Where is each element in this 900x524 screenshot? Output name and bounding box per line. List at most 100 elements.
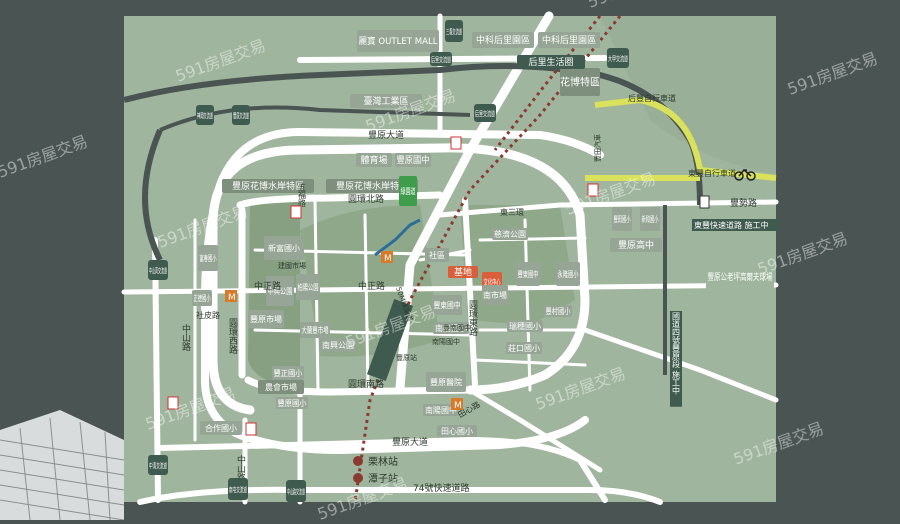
road-label-huanzhong-w: 圓環西路	[227, 318, 238, 355]
interchange-sanyi: 三義交流道	[445, 20, 463, 42]
road-label-fengyuan-bike: 后豐自行車道	[628, 93, 676, 103]
landmark-fengyuan-jh: 豐原國中	[395, 153, 431, 167]
road-sign-bg	[670, 311, 682, 407]
rail-station-label: 栗林站	[368, 455, 398, 468]
landmark-nanxing: 南興公園	[320, 338, 356, 352]
street-4	[253, 328, 472, 337]
landmark-label: 豐原醫院	[430, 377, 462, 387]
landmark-label: 豐原花博水岸特區	[232, 180, 304, 192]
landmark-label: 瑞穗國小	[509, 321, 541, 331]
landmark-dalanfeng: 大蘭豐市場	[300, 322, 330, 338]
rail-station-dot	[353, 473, 363, 483]
store-icon	[167, 396, 179, 410]
interchange-label: 大甲交流道	[608, 54, 628, 63]
landmark-nonggu: 農會市場	[258, 380, 304, 394]
landmark-houli-life: 后里生活圈	[517, 55, 585, 69]
interchange-zhongshan2: 中山路交流道	[286, 480, 306, 502]
landmark-xinhe: 新和國小	[640, 207, 660, 231]
landmark-label: 南陽國小	[435, 323, 467, 333]
landmark-fengyuan-park: 豐原公老坪高爾夫球場	[706, 262, 774, 292]
landmark-label: 大蘭豐市場	[302, 325, 329, 335]
interchange-label: 中山路交流道	[287, 487, 305, 496]
landmark-label: 合作國小	[205, 423, 237, 433]
landmark-taiwan-industry: 臺灣工業區	[350, 94, 422, 108]
interchange-label: 豐原交流道	[233, 111, 249, 120]
road-label-fengshi: 豐勢路	[730, 197, 757, 209]
rail-station-label: 潭子站	[368, 472, 398, 485]
interchange-label: 神岡交流道	[197, 111, 213, 120]
landmark-green-label: 綠園道	[399, 176, 417, 206]
green-boulevard-band	[366, 298, 414, 382]
street-8	[473, 358, 587, 367]
landmark-label: 豐田國小	[614, 214, 631, 224]
fengyuan-ave-south	[157, 437, 608, 503]
highway-marker-group: M M M	[225, 251, 463, 411]
landmark-label: 慈濟公園	[494, 229, 526, 239]
road-label-huanzhong-s: 圓環南路	[348, 378, 384, 390]
interchange-houli: 后里交流道	[430, 52, 452, 66]
road-label-zhongshan-s: 中山路	[235, 454, 246, 483]
huanzhong-ring	[435, 143, 590, 395]
landmark-waterfront-w: 豐原花博水岸特區	[222, 179, 314, 193]
landmark-label-station1: 豐原站	[396, 353, 417, 362]
east-diagonal	[582, 327, 779, 403]
landmark-fengyuan-hosp: 豐原醫院	[426, 372, 466, 392]
store-markers	[167, 136, 599, 436]
landmark-label: 后里生活圈	[528, 56, 573, 68]
highway-marker-label: M	[228, 293, 236, 303]
landmark-label: 體育場	[360, 154, 387, 166]
watermark-text: 591房屋交易	[0, 132, 90, 182]
road-sign-bg	[692, 219, 780, 231]
road-label-zhongzheng-w: 中正路	[254, 280, 281, 292]
landmark-fengyuan-elem: 豐原國小	[276, 397, 308, 409]
interchange-label: 南屯交流道	[229, 485, 247, 494]
brt-line	[374, 218, 421, 257]
landmark-label-fengnan: 豐南國中	[443, 323, 471, 332]
road-label-huanzhong-e: 圓環東路	[467, 300, 478, 337]
road-label-wufu: 五福路	[298, 183, 307, 207]
landmark-label: 花博特區	[560, 76, 600, 89]
landmark-label: 豐原市場	[250, 314, 282, 324]
road-label-group: 豐原大道豐原大道圓環南路圓環西路圓環東路圓環北路中正路中正路豐勢路中山路中山路7…	[180, 93, 780, 494]
landmark-outlet: 麗寶 OUTLET MALL	[357, 30, 439, 52]
rail-station-dot	[353, 456, 363, 466]
landmark-label: 田心國小	[441, 427, 473, 436]
landmark-label: 綠園道	[401, 186, 416, 196]
landmark-label: 正德國小	[194, 293, 211, 303]
landmark-label: 南興公園	[322, 340, 354, 350]
watermark-text: 591房屋交易	[585, 0, 680, 12]
street-2	[363, 213, 370, 392]
landmark-label: 南陽國中	[425, 405, 457, 415]
fuel-station-icon	[699, 195, 710, 209]
landmark-label: 中科后里園區	[542, 34, 596, 46]
landmark-label: 豐村國小	[546, 306, 571, 316]
interchange-label: 中清交流道	[149, 461, 167, 470]
interchange-dajia: 大甲交流道	[607, 48, 629, 68]
landmark-hecheng: 合作國小	[200, 421, 242, 435]
highway-marker-label: M	[454, 401, 462, 411]
interchange-label: 后里交流道	[475, 109, 495, 118]
road-label-rd74: 74號快速道路	[413, 482, 469, 494]
landmark-label: 豐原花博水岸特區	[336, 180, 408, 192]
highway-marker-icon	[451, 398, 463, 410]
landmark-flower-expo: 花博特區	[560, 68, 600, 96]
road-label-east4-ring: 國道四號豐原段 施工中	[672, 312, 681, 396]
highway-marker-icon	[381, 251, 393, 263]
landmark-yonglong: 永隆國小	[556, 262, 580, 286]
landmark-label: 豐東國中	[518, 269, 539, 279]
landmark-base: 基地	[448, 266, 478, 278]
national-freeway-west	[142, 128, 163, 262]
landmark-shequ: 社區	[425, 248, 449, 262]
landmark-label: 文化中心	[484, 277, 501, 287]
landmark-label: 富春國小	[200, 253, 217, 263]
landmark-cihuimiao: 慈濟公園	[492, 228, 528, 240]
road-label-zhongshan-w: 中山路	[180, 323, 191, 352]
landmark-label: 新和國小	[642, 214, 659, 224]
landmark-label: 中科后里園區	[476, 34, 530, 46]
landmark-zhuangkou: 莊口國小	[506, 342, 542, 354]
store-icon	[290, 205, 302, 219]
landmark-zhongke-houli2: 中科后里園區	[538, 32, 600, 48]
interchange-group: 三義交流道后里交流道大甲交流道神岡交流道豐原交流道后里交流道中山高交流道中清交流…	[148, 20, 629, 502]
